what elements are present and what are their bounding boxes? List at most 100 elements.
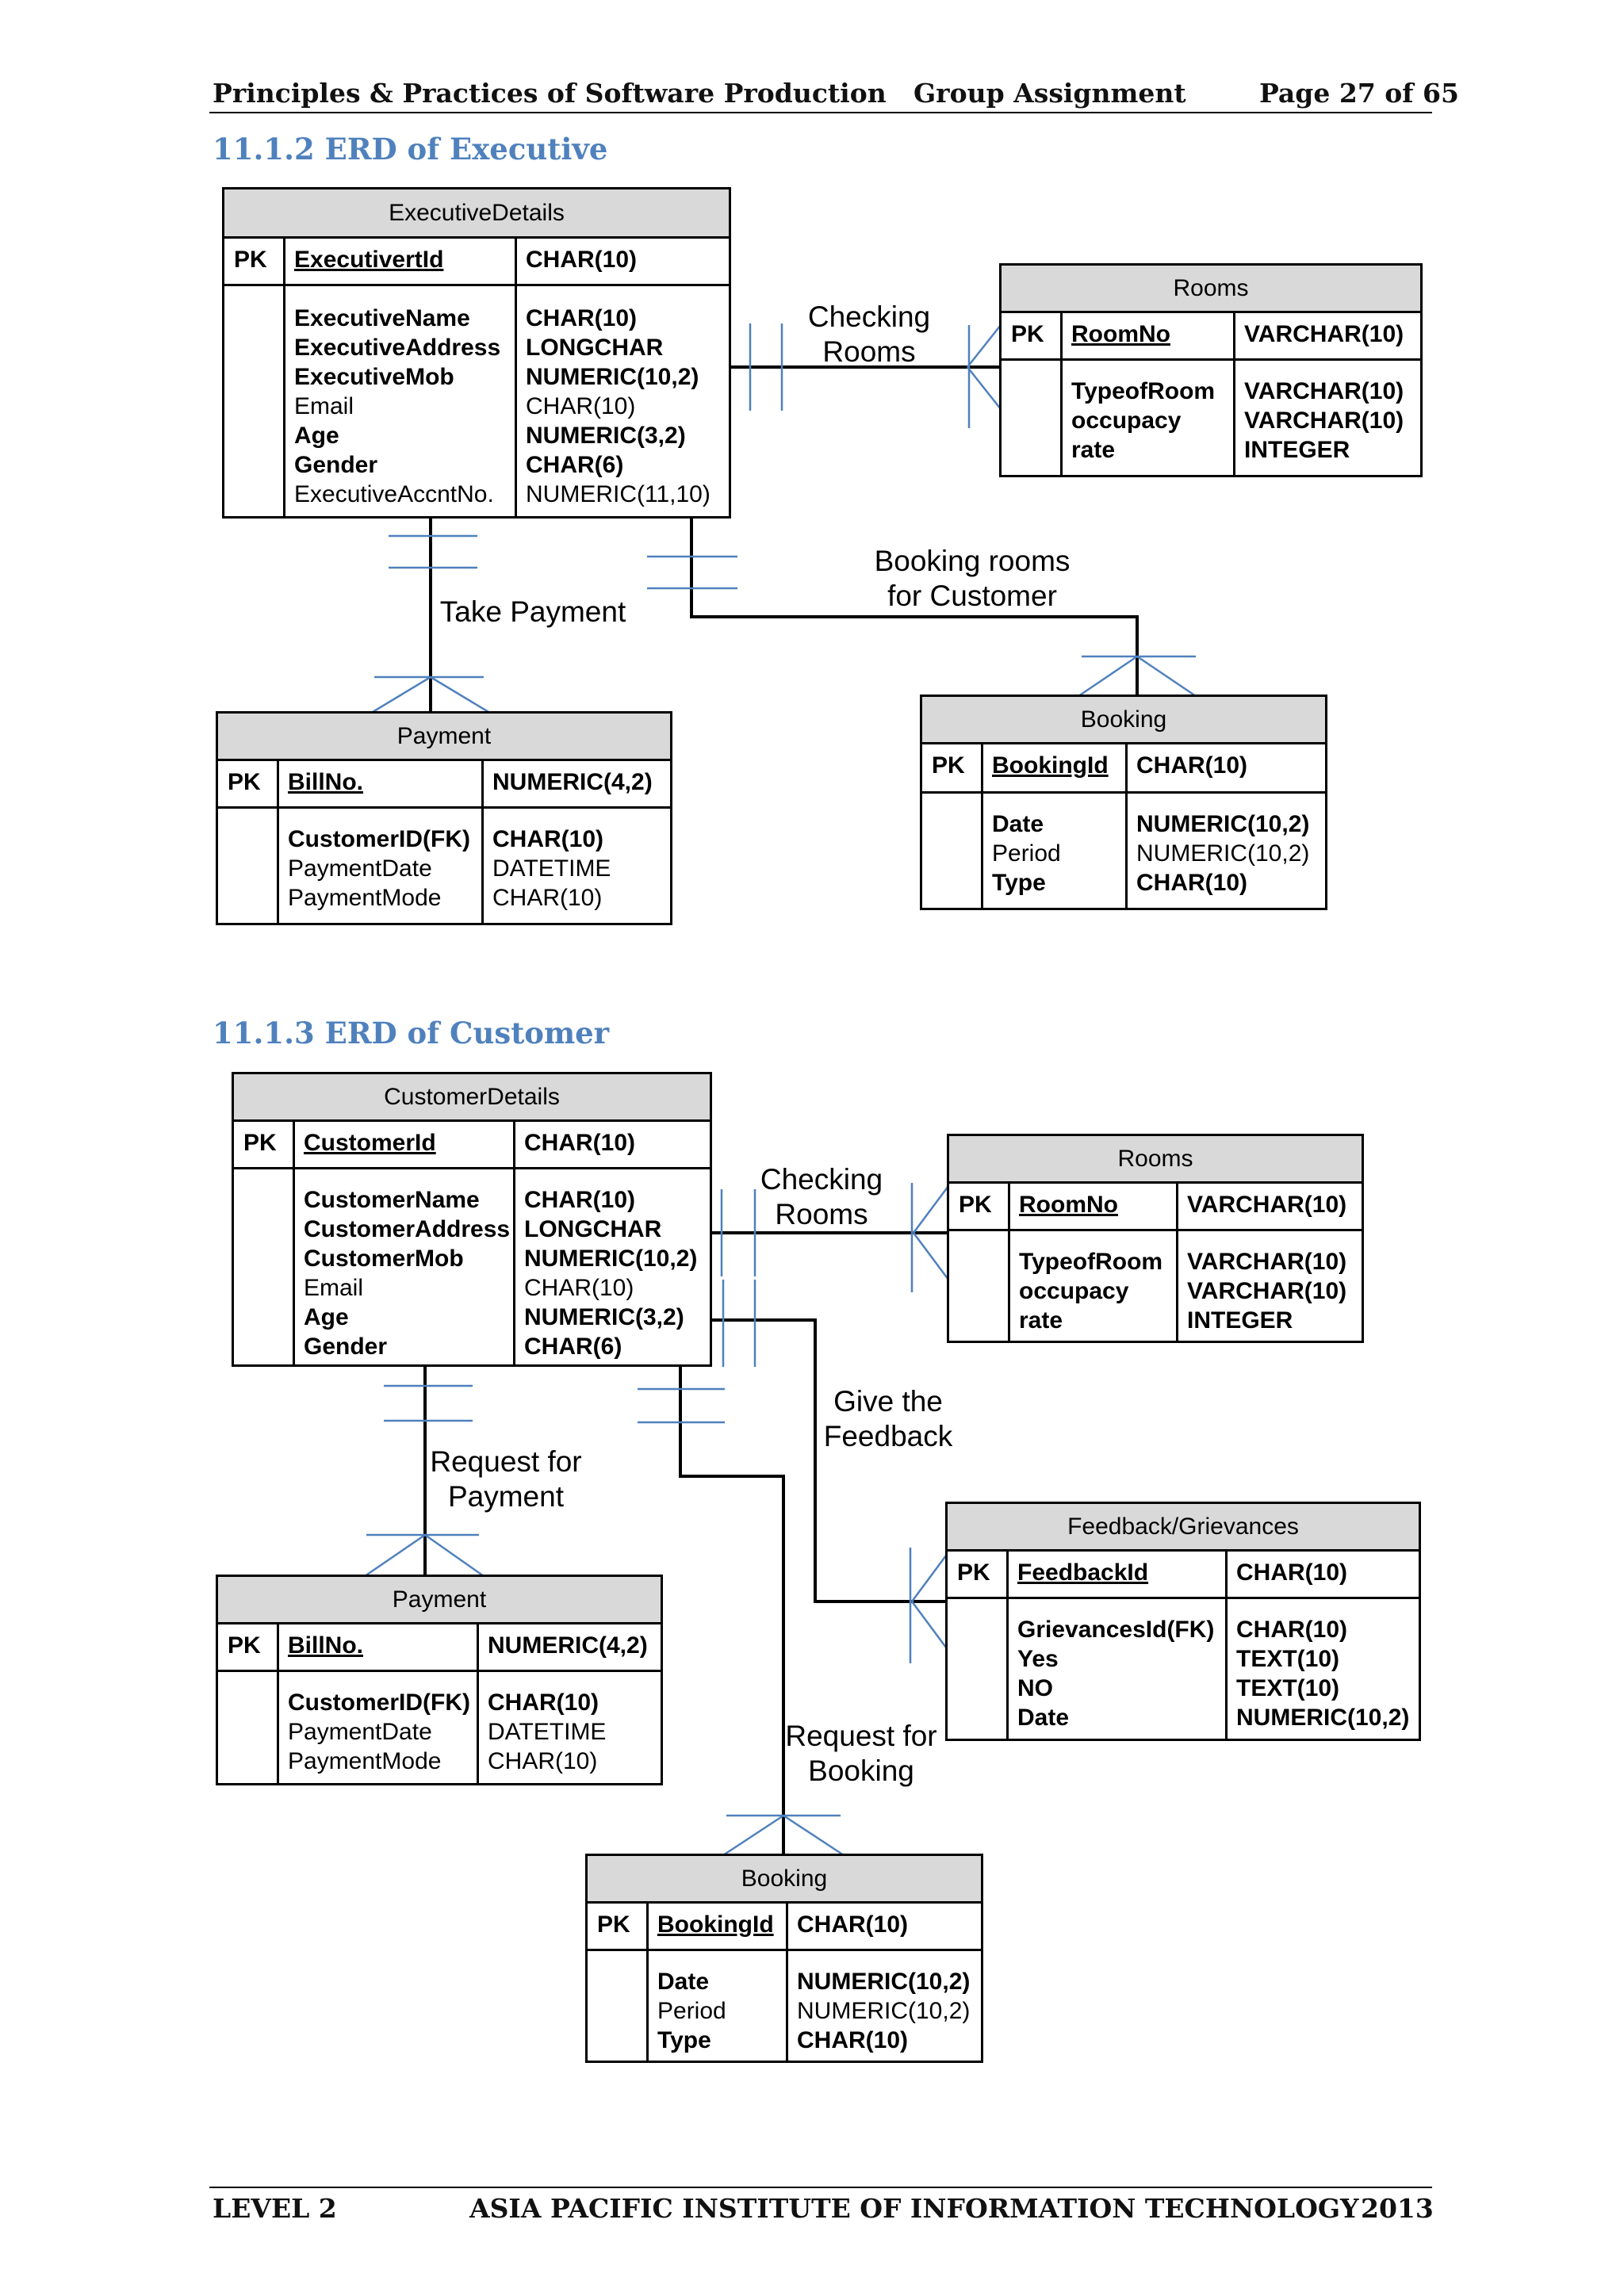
header-rule [209, 112, 1432, 113]
cust-payment-crow-left [364, 1533, 426, 1578]
cust-rooms-crow-bottom [912, 1232, 950, 1280]
relationship-label-checking-rooms: Checking Rooms [760, 1162, 883, 1232]
attribute-name: Date [992, 811, 1044, 837]
entity-customer-details[interactable]: CustomerDetails PK CustomerId CHAR(10) C… [232, 1072, 712, 1367]
column-divider [1006, 1552, 1009, 1739]
entity-title: Rooms [949, 1136, 1362, 1184]
entity-rooms[interactable]: Rooms PK RoomNo VARCHAR(10) TypeofRoom o… [947, 1134, 1364, 1343]
entity-rooms[interactable]: Rooms PK RoomNo VARCHAR(10) TypeofRoom o… [999, 263, 1423, 477]
entity-booking[interactable]: Booking PK BookingId CHAR(10) Date Perio… [585, 1854, 983, 2063]
label-line: Booking rooms [874, 545, 1071, 577]
pk-type: NUMERIC(4,2) [488, 1632, 648, 1659]
pk-label: PK [1011, 321, 1044, 347]
footer-rule [209, 2187, 1432, 2188]
column-divider [1225, 1552, 1228, 1739]
pk-row [588, 1904, 981, 1951]
pk-row [949, 1184, 1362, 1231]
attribute-type: CHAR(10) [488, 1748, 598, 1774]
label-line: for Customer [887, 580, 1057, 612]
attribute-name: ExecutiveAddress [294, 335, 501, 361]
attribute-type: LONGCHAR [524, 1216, 662, 1242]
exec-rooms-crow-top [967, 324, 1002, 368]
entity-executive-details[interactable]: ExecutiveDetails PK ExecutivertId CHAR(1… [222, 187, 731, 519]
pk-type: CHAR(10) [1236, 1559, 1348, 1586]
footer-institute: ASIA PACIFIC INSTITUTE OF INFORMATION TE… [469, 2193, 1359, 2224]
pk-label: PK [932, 752, 965, 779]
attribute-types: VARCHAR(10) VARCHAR(10) INTEGER [1187, 1247, 1346, 1335]
relationship-label-give-feedback: Give the Feedback [824, 1384, 953, 1454]
attribute-type: CHAR(10) [526, 305, 638, 331]
relationship-label-booking-rooms: Booking rooms for Customer [875, 544, 1071, 614]
column-divider [477, 1624, 479, 1783]
cust-feedback-line [710, 1318, 948, 1603]
exec-booking-crow-left [1078, 655, 1138, 698]
entity-feedback-grievances[interactable]: Feedback/Grievances PK FeedbackId CHAR(1… [945, 1502, 1421, 1741]
attribute-type: TEXT(10) [1236, 1675, 1340, 1701]
label-line: Booking [808, 1755, 914, 1787]
pk-type: VARCHAR(10) [1244, 321, 1404, 347]
attribute-name: occupacy [1019, 1278, 1129, 1304]
attribute-type: NUMERIC(11,10) [526, 481, 710, 507]
pk-name: BillNo. [288, 1632, 363, 1659]
attribute-name: Email [294, 393, 354, 419]
cust-feedback-crow-bottom [910, 1601, 950, 1651]
attribute-name: ExecutiveMob [294, 364, 454, 390]
attribute-types: CHAR(10) LONGCHAR NUMERIC(10,2) CHAR(10)… [524, 1185, 697, 1361]
pk-label: PK [243, 1130, 277, 1156]
column-divider [981, 744, 983, 908]
attribute-name: CustomerName [304, 1187, 480, 1213]
header-course-title: Principles & Practices of Software Produ… [213, 78, 887, 109]
column-divider [515, 239, 517, 516]
attribute-type: NUMERIC(10,2) [797, 1998, 971, 2024]
attribute-type: CHAR(10) [488, 1689, 599, 1716]
attribute-names: CustomerName CustomerAddress CustomerMob… [304, 1185, 510, 1361]
column-divider [283, 239, 285, 516]
label-line: Payment [447, 1480, 564, 1513]
attribute-name: Period [657, 1998, 726, 2024]
attribute-type: VARCHAR(10) [1187, 1278, 1347, 1304]
attribute-type: TEXT(10) [1236, 1646, 1340, 1672]
attribute-type: NUMERIC(10,2) [1236, 1705, 1410, 1731]
label-line: Give the [833, 1385, 943, 1418]
attribute-type: NUMERIC(10,2) [1136, 811, 1310, 837]
attribute-type: CHAR(10) [524, 1187, 636, 1213]
attribute-type: DATETIME [488, 1719, 607, 1745]
pk-name: RoomNo [1019, 1192, 1118, 1218]
cust-payment-crow-right [424, 1533, 485, 1578]
exec-payment-crow-left [372, 675, 431, 714]
pk-label: PK [959, 1192, 992, 1218]
attribute-names: TypeofRoom occupacy rate [1071, 377, 1215, 465]
column-divider [1176, 1184, 1178, 1341]
entity-title: ExecutiveDetails [224, 189, 729, 239]
attribute-type: LONGCHAR [526, 335, 664, 361]
attribute-types: NUMERIC(10,2) NUMERIC(10,2) CHAR(10) [797, 1967, 970, 2055]
attribute-names: Date Period Type [992, 809, 1061, 897]
pk-name: CustomerId [304, 1130, 436, 1156]
exec-rooms-crow-bottom [967, 366, 1002, 410]
pk-name: ExecutivertId [294, 247, 444, 273]
label-line: Rooms [775, 1198, 868, 1230]
attribute-name: CustomerMob [304, 1246, 464, 1272]
attribute-type: VARCHAR(10) [1244, 378, 1404, 404]
column-divider [277, 1624, 279, 1783]
attribute-names: ExecutiveName ExecutiveAddress Executive… [294, 304, 500, 509]
entity-booking[interactable]: Booking PK BookingId CHAR(10) Date Perio… [920, 695, 1327, 910]
attribute-name: CustomerAddress [304, 1216, 511, 1242]
pk-row [218, 1624, 661, 1672]
attribute-name: TypeofRoom [1019, 1249, 1163, 1275]
attribute-name: ExecutiveName [294, 305, 470, 331]
entity-payment[interactable]: Payment PK BillNo. NUMERIC(4,2) Customer… [216, 1575, 663, 1785]
label-line: Feedback [823, 1420, 953, 1452]
pk-name: BookingId [657, 1911, 774, 1938]
attribute-type: CHAR(10) [524, 1275, 634, 1301]
header-assignment-label: Group Assignment [914, 78, 1186, 109]
attribute-type: CHAR(10) [1236, 1617, 1348, 1643]
entity-payment[interactable]: Payment PK BillNo. NUMERIC(4,2) Customer… [216, 711, 672, 925]
cust-rooms-crow-top [912, 1185, 950, 1234]
pk-name: FeedbackId [1017, 1559, 1149, 1586]
pk-row [922, 744, 1325, 794]
attribute-names: CustomerID(FK) PaymentDate PaymentMode [288, 825, 470, 913]
attribute-names: Date Period Type [657, 1967, 726, 2055]
label-line: Checking [760, 1163, 883, 1196]
